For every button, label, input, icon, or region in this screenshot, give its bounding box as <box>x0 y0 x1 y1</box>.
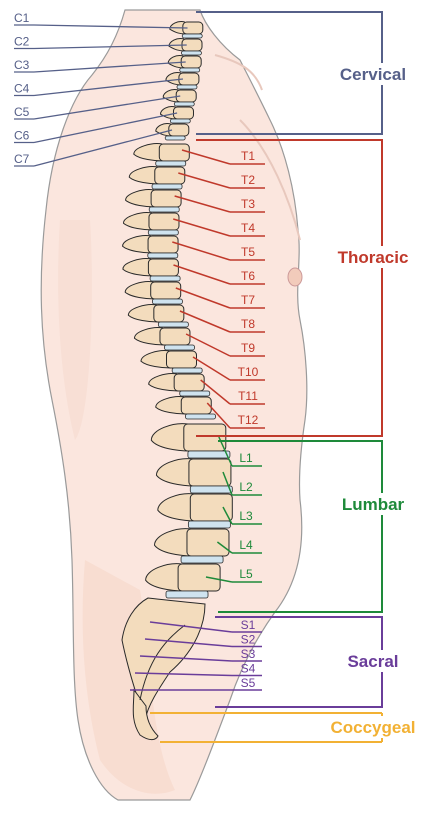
disc-t8 <box>158 322 188 327</box>
sacral-label-s3: S3 <box>241 647 256 661</box>
vertebra-l3-body <box>190 494 232 521</box>
thoracic-label-t6: T6 <box>241 269 255 283</box>
nipple <box>288 268 302 286</box>
thoracic-label-t1: T1 <box>241 149 255 163</box>
thoracic-label-t12: T12 <box>238 413 259 427</box>
sacral-label-s4: S4 <box>241 662 256 676</box>
sacral-label-s5: S5 <box>241 676 256 690</box>
disc-c1 <box>182 34 202 38</box>
disc-l3 <box>188 521 230 528</box>
disc-c3 <box>180 68 200 72</box>
cervical-label-c5: C5 <box>14 105 30 119</box>
vertebra-t7-body <box>151 282 181 299</box>
thoracic-label-t11: T11 <box>238 389 258 403</box>
vertebra-t5-body <box>148 236 178 253</box>
disc-c4 <box>177 85 197 89</box>
cervical-label-c6: C6 <box>14 129 30 143</box>
thoracic-label-t2: T2 <box>241 173 255 187</box>
vertebra-t6-body <box>148 259 178 276</box>
vertebra-t2-body <box>155 167 185 184</box>
disc-t2 <box>152 184 182 189</box>
disc-t6 <box>150 276 180 281</box>
coccygeal-region-label: Coccygeal <box>330 718 415 737</box>
vertebra-l5-body <box>178 564 220 591</box>
lumbar-label-l2: L2 <box>239 480 253 494</box>
disc-l5 <box>166 591 208 598</box>
cervical-label-c7: C7 <box>14 152 30 166</box>
disc-t10 <box>172 368 202 373</box>
disc-t3 <box>149 207 179 212</box>
disc-t12 <box>186 414 216 419</box>
vertebra-t9-body <box>160 328 190 345</box>
disc-t9 <box>165 345 195 350</box>
cervical-label-c1: C1 <box>14 11 30 25</box>
disc-l2 <box>190 486 232 493</box>
lumbar-label-l1: L1 <box>239 451 253 465</box>
thoracic-label-t5: T5 <box>241 245 255 259</box>
cervical-label-c4: C4 <box>14 82 30 96</box>
disc-t1 <box>156 161 186 166</box>
cervical-region-label: Cervical <box>340 65 406 84</box>
vertebra-t12-body <box>181 397 211 414</box>
thoracic-label-t8: T8 <box>241 317 255 331</box>
thoracic-label-t4: T4 <box>241 221 255 235</box>
vertebra-t11-body <box>174 374 204 391</box>
vertebra-l2-body <box>189 459 231 486</box>
lumbar-label-l4: L4 <box>239 538 253 552</box>
vertebra-t4-body <box>149 213 179 230</box>
cervical-label-c3: C3 <box>14 58 30 72</box>
vertebra-t3-body <box>151 190 181 207</box>
disc-t5 <box>148 253 178 258</box>
sacral-label-s1: S1 <box>241 618 256 632</box>
vertebra-t1-body <box>159 144 189 161</box>
vertebra-t10-body <box>167 351 197 368</box>
thoracic-label-t7: T7 <box>241 293 255 307</box>
disc-l4 <box>181 556 223 563</box>
sacral-region-label: Sacral <box>347 652 398 671</box>
disc-c2 <box>181 51 201 55</box>
sacral-label-s2: S2 <box>241 633 256 647</box>
thoracic-label-t3: T3 <box>241 197 255 211</box>
disc-l1 <box>188 451 230 458</box>
disc-c6 <box>170 119 190 123</box>
disc-t11 <box>180 391 210 396</box>
thoracic-label-t10: T10 <box>238 365 259 379</box>
disc-c5 <box>174 102 194 106</box>
cervical-label-c2: C2 <box>14 35 30 49</box>
disc-t7 <box>152 299 182 304</box>
disc-t4 <box>148 230 178 235</box>
vertebra-l4-body <box>187 529 229 556</box>
lumbar-label-l3: L3 <box>239 509 253 523</box>
lumbar-region-label: Lumbar <box>342 495 405 514</box>
lumbar-label-l5: L5 <box>239 567 253 581</box>
thoracic-label-t9: T9 <box>241 341 255 355</box>
disc-c7 <box>165 136 185 140</box>
thoracic-region-label: Thoracic <box>338 248 409 267</box>
vertebra-t8-body <box>154 305 184 322</box>
